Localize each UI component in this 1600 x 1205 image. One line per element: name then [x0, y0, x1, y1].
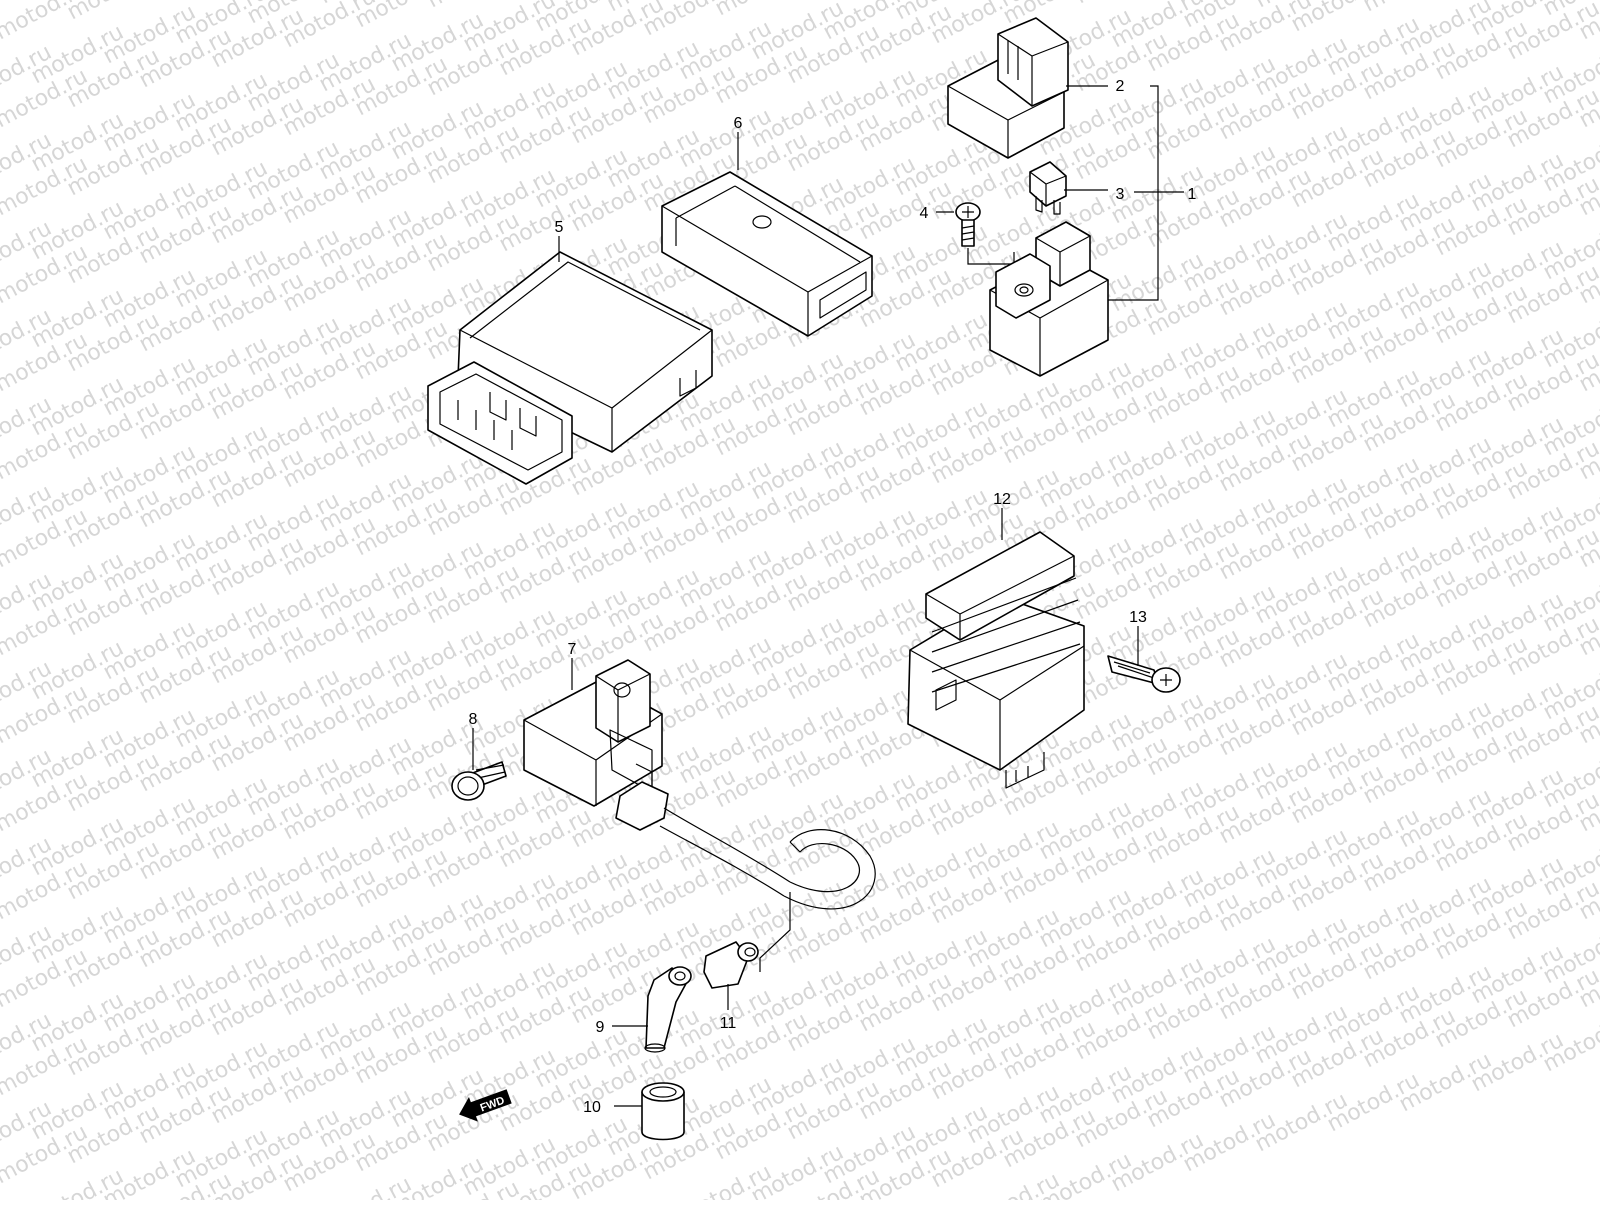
- callout-1: 1: [1188, 186, 1197, 203]
- part-4-screw[interactable]: [955, 202, 1015, 265]
- part-12-regulator[interactable]: [907, 531, 1085, 789]
- part-9-plug-cap[interactable]: [644, 966, 692, 1053]
- part-11-cap[interactable]: [703, 941, 759, 989]
- callout-5: 5: [555, 219, 564, 236]
- callout-2: 2: [1116, 78, 1125, 95]
- part-3-fuse[interactable]: [1029, 161, 1067, 215]
- callout-12: 12: [993, 491, 1011, 508]
- callout-8: 8: [469, 711, 478, 728]
- part-10-boot[interactable]: [641, 1082, 685, 1141]
- callout-4: 4: [920, 205, 929, 222]
- part-8-flange-bolt[interactable]: [451, 761, 507, 801]
- part-2-relay-cap[interactable]: [947, 17, 1069, 159]
- part-13-bolt[interactable]: [1107, 655, 1181, 693]
- callout-10: 10: [583, 1099, 601, 1116]
- callout-13: 13: [1129, 609, 1147, 626]
- part-1-starter-relay[interactable]: [989, 221, 1109, 377]
- callout-labels: 2 3 1 4 5 6 12 13 7 8 9 10 11: [469, 78, 1197, 1116]
- part-7-ignition-coil[interactable]: [523, 659, 876, 972]
- callout-3: 3: [1116, 186, 1125, 203]
- leader-lines: [472, 85, 1184, 1107]
- callout-11: 11: [720, 1015, 737, 1032]
- callout-7: 7: [568, 641, 577, 658]
- part-5-control-unit[interactable]: [427, 251, 713, 485]
- callout-6: 6: [734, 115, 743, 132]
- callout-9: 9: [596, 1019, 605, 1036]
- part-6-cover[interactable]: [661, 171, 873, 337]
